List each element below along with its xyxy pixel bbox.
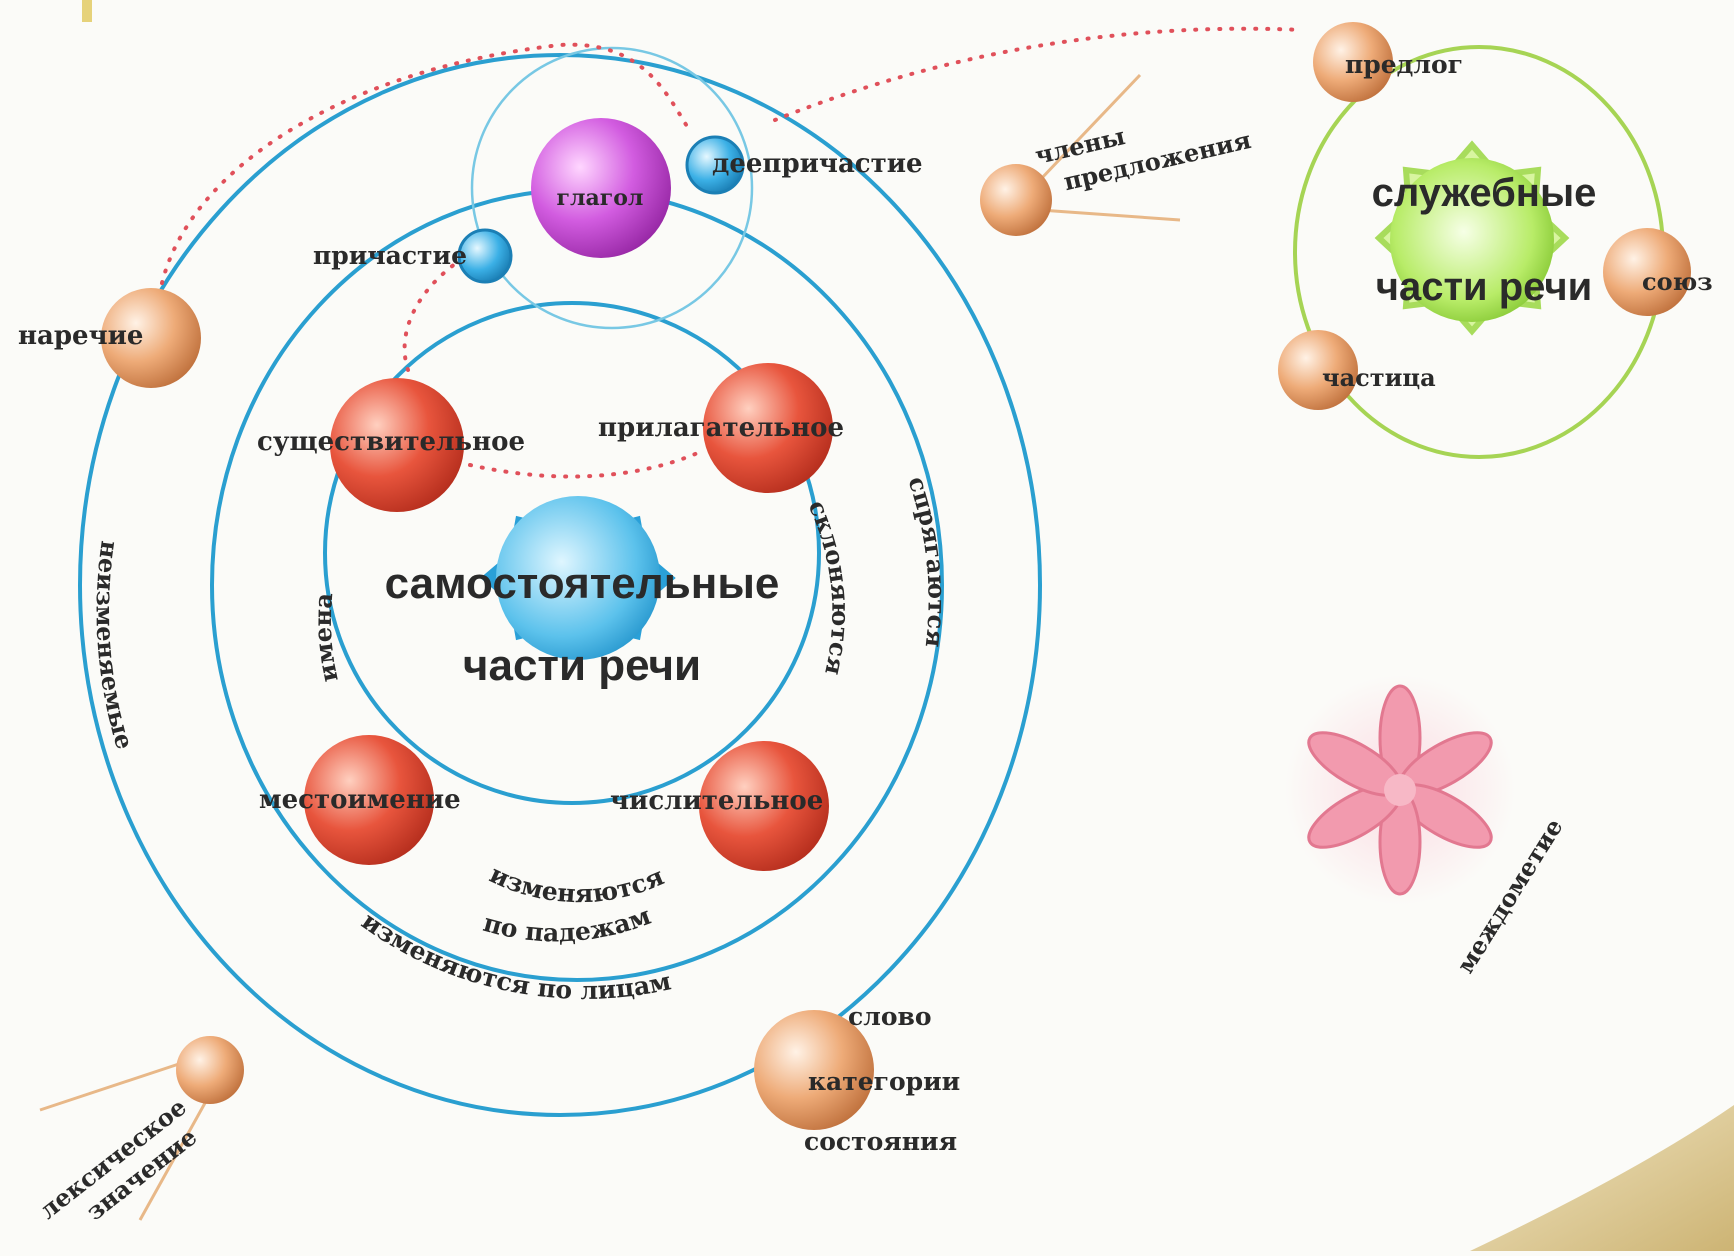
state-word-line2: категории — [808, 1067, 960, 1096]
numeral-planet — [699, 741, 829, 871]
outer-orbit — [78, 53, 1042, 1117]
link-gerund-preposition — [773, 26, 1304, 122]
interjection-flower — [1285, 675, 1515, 905]
state-word-line3: состояния — [804, 1127, 957, 1156]
state-word-planet — [754, 1010, 874, 1130]
gerund-planet — [685, 135, 745, 195]
service-core — [1374, 140, 1570, 336]
independent-core — [480, 496, 676, 660]
service-label-line2: части речи — [1376, 265, 1593, 309]
service-label-line1: служебные — [1372, 171, 1597, 215]
participle-label: причастие — [313, 241, 467, 270]
label-change: изменяются — [485, 859, 668, 908]
label-by-cases: по падежам — [480, 901, 654, 948]
sentence-members-comet — [980, 164, 1052, 236]
particle-label: частица — [1322, 363, 1436, 392]
preposition-planet — [1313, 22, 1393, 102]
noun-label: существительное — [257, 427, 525, 457]
adverb-label: наречие — [18, 321, 143, 351]
particle-planet — [1278, 330, 1358, 410]
core-label-line1: самостоятельные — [385, 559, 780, 608]
link-noun-participle — [402, 253, 470, 372]
link-adverb-verb — [160, 42, 690, 285]
numeral-label: числительное — [610, 786, 823, 816]
verb-label: глагол — [557, 185, 644, 211]
noun-planet — [330, 378, 464, 512]
lexical-meaning-comet — [176, 1036, 244, 1104]
corner-tab — [82, 0, 92, 22]
core-label-line2: части речи — [463, 641, 701, 690]
conjunction-label: союз — [1642, 267, 1713, 296]
adverb-planet — [101, 288, 201, 388]
corner-decoration — [1470, 1105, 1734, 1251]
state-word-line1: слово — [848, 1002, 932, 1031]
verb-orbit — [470, 46, 754, 330]
dotted-links — [160, 26, 1304, 479]
participle-planet — [457, 228, 513, 284]
conjunction-planet — [1603, 228, 1691, 316]
verb-planet — [531, 118, 671, 258]
gerund-label: деепричастие — [712, 149, 923, 179]
preposition-label: предлог — [1345, 50, 1463, 79]
label-declined: склоняются — [803, 496, 856, 678]
label-conjugated: спрягаются — [902, 473, 951, 649]
pronoun-planet — [304, 735, 434, 865]
inner-orbit — [323, 301, 821, 805]
adjective-label: прилагательное — [598, 413, 844, 443]
adjective-planet — [703, 363, 833, 493]
pronoun-label: местоимение — [259, 785, 461, 815]
